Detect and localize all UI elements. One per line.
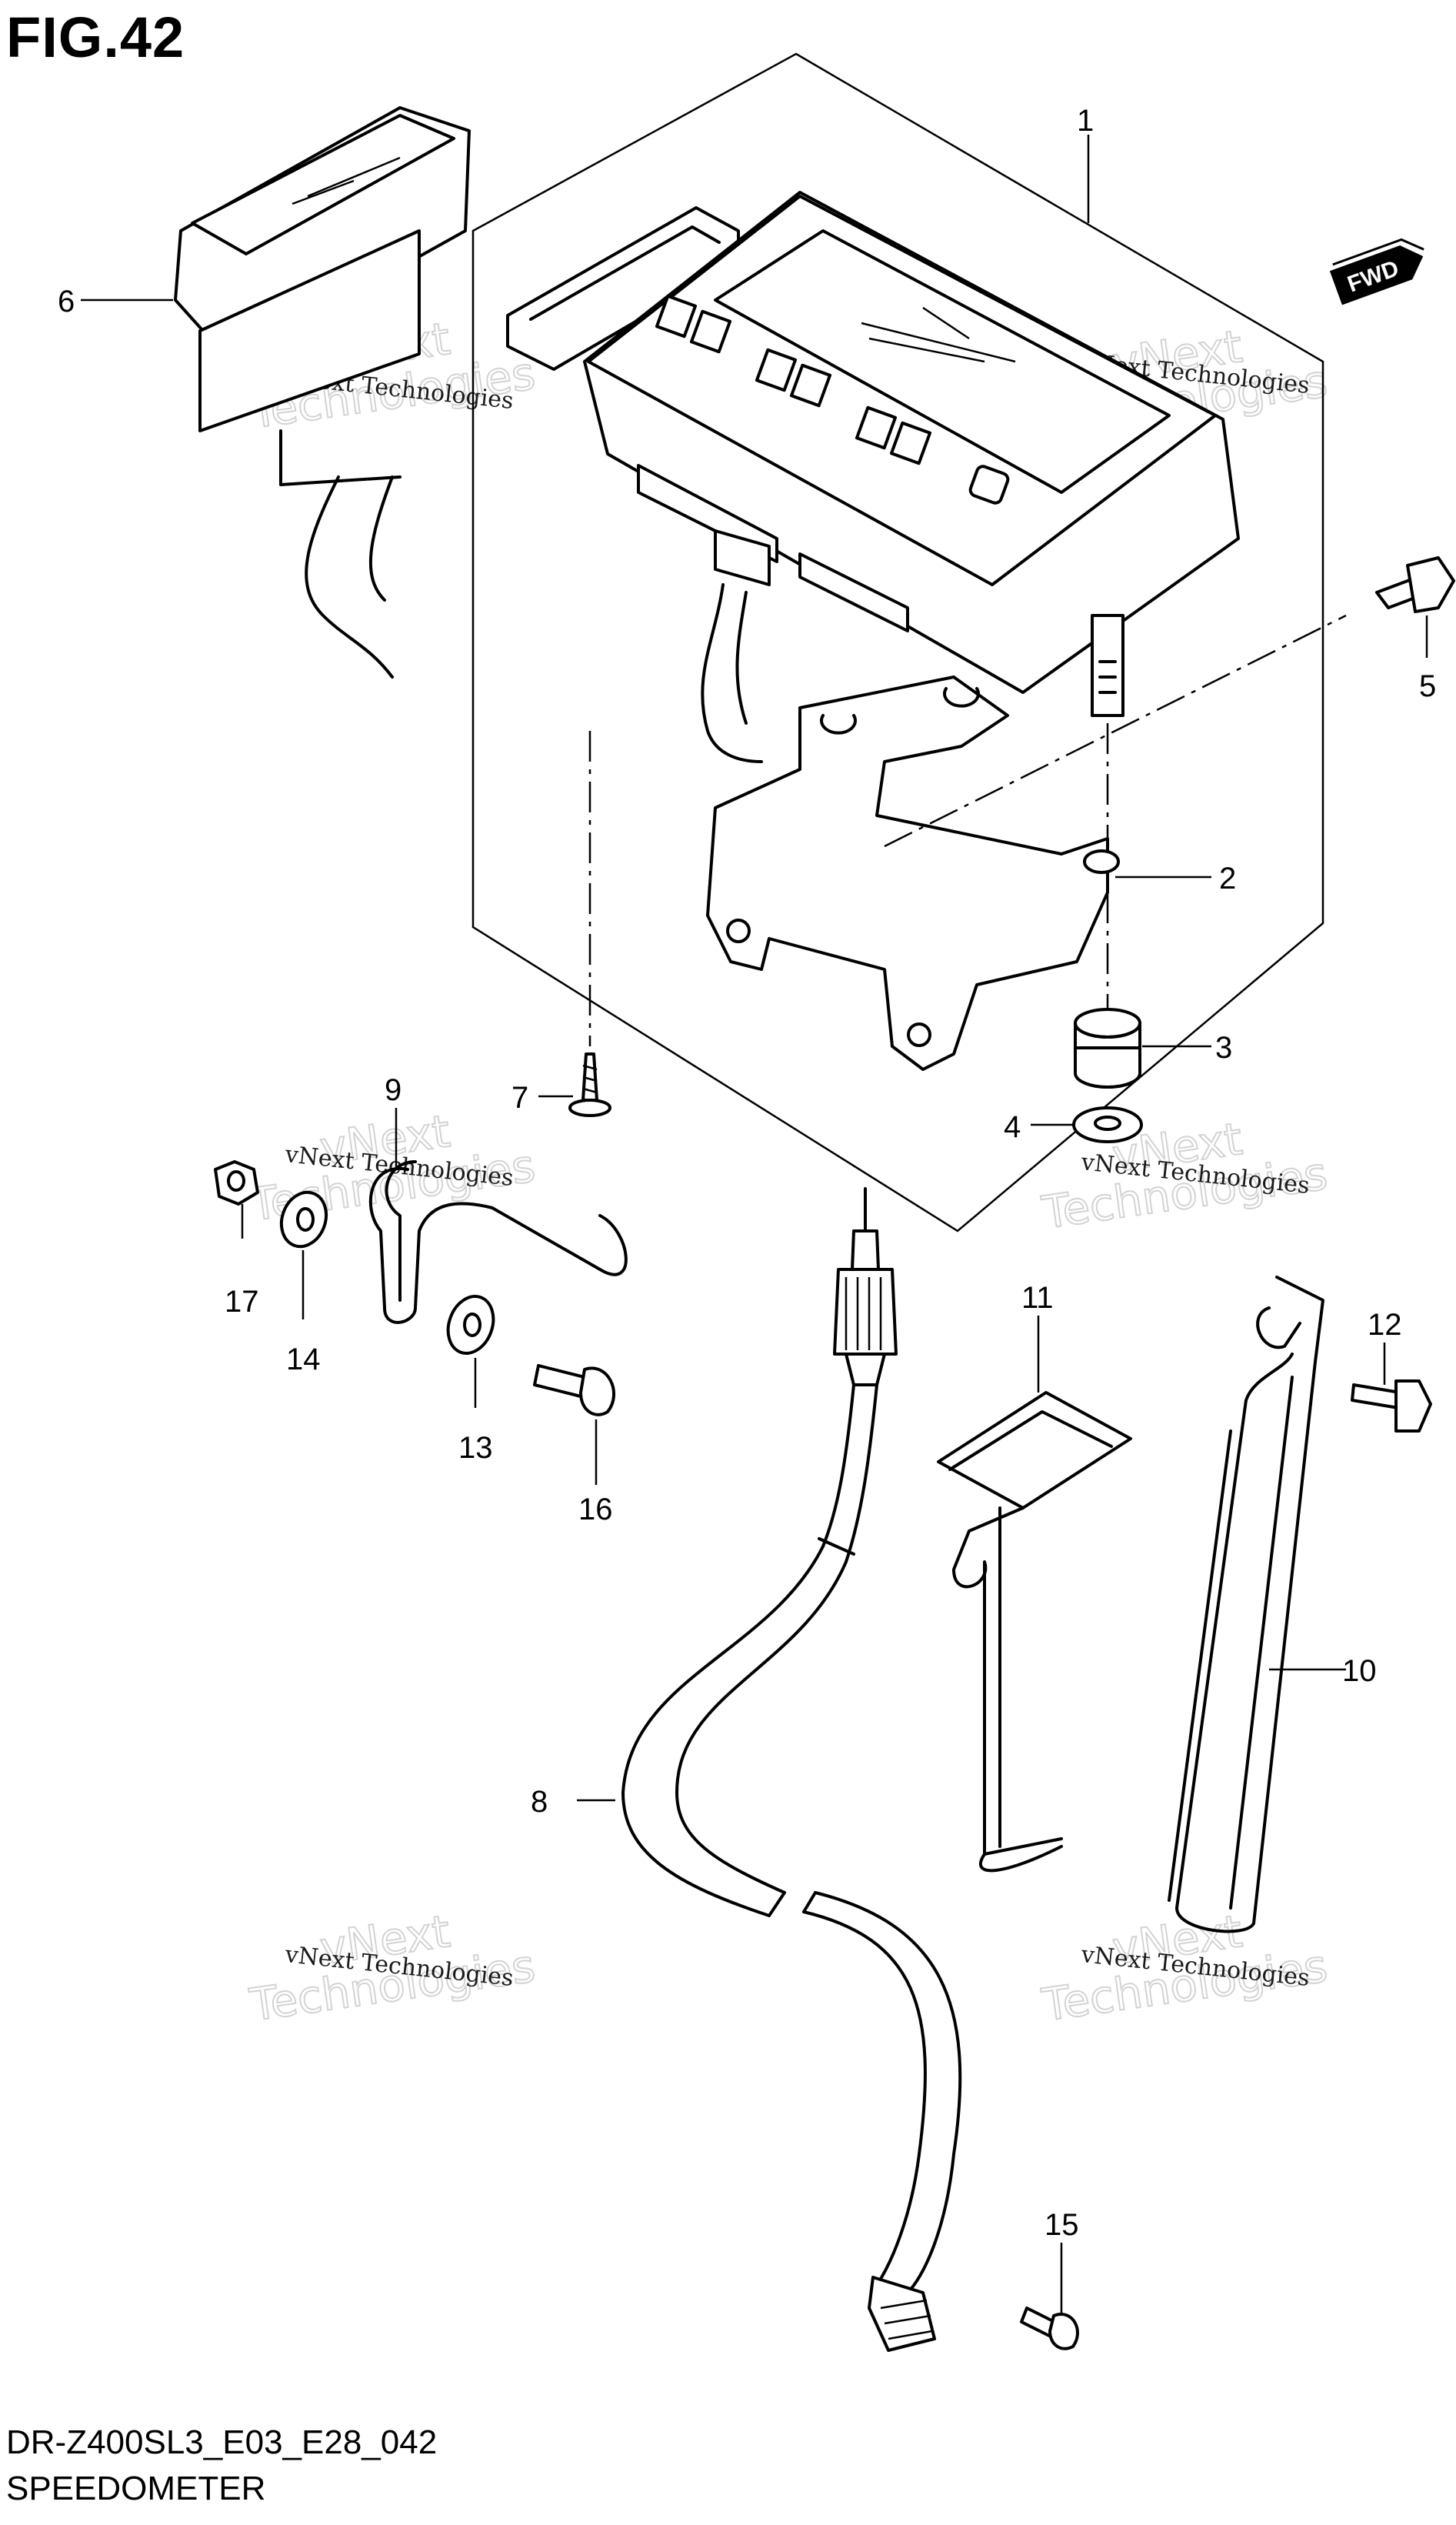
callout-14: 14: [286, 1343, 321, 1376]
meter-buttons: [655, 294, 1010, 505]
clamp-hanger: [937, 1391, 1132, 1873]
nut: [214, 1160, 259, 1206]
assembly-outline: [471, 52, 1324, 1232]
bolt: [1351, 1379, 1432, 1433]
meter-bracket: [706, 675, 1120, 1071]
callout-7: 7: [511, 1081, 528, 1115]
callout-13: 13: [458, 1431, 493, 1465]
callout-9: 9: [385, 1073, 401, 1107]
callout-1: 1: [1077, 104, 1094, 138]
clamp-wire: [368, 1160, 628, 1324]
screw: [533, 1364, 616, 1416]
leader-lines: [81, 135, 1428, 2316]
speedometer-cable: [621, 1187, 962, 2352]
washer: [279, 1190, 328, 1249]
callout-15: 15: [1045, 2208, 1079, 2242]
cushion: [1074, 1008, 1141, 1089]
callout-4: 4: [1004, 1110, 1021, 1144]
callout-10: 10: [1342, 1654, 1377, 1688]
figure-title: FIG.42: [6, 5, 185, 69]
connector-cover: [174, 106, 471, 679]
bolt: [1375, 556, 1455, 613]
washer: [1072, 1106, 1143, 1143]
callout-5: 5: [1419, 669, 1436, 703]
fwd-arrow-icon: FWD: [1329, 238, 1424, 305]
clamp-long: [1168, 1276, 1324, 1933]
callout-16: 16: [578, 1493, 613, 1526]
figure-code: DR-Z400SL3_E03_E28_042: [6, 2423, 438, 2461]
washer: [446, 1295, 495, 1355]
figure-name: SPEEDOMETER: [6, 2470, 266, 2507]
callout-6: 6: [58, 285, 75, 319]
callout-12: 12: [1368, 1308, 1402, 1342]
callout-8: 8: [531, 1785, 548, 1819]
callout-numbers: 1 2 3 4 5 6 7 8 9 10 11 12 13 14 15 16 1…: [58, 104, 1436, 2242]
screw: [568, 1052, 611, 1117]
meter-housing: [506, 191, 1240, 763]
callout-17: 17: [225, 1285, 259, 1319]
screw: [1020, 2307, 1079, 2350]
callout-11: 11: [1021, 1281, 1054, 1315]
callout-2: 2: [1219, 862, 1236, 896]
callout-3: 3: [1215, 1031, 1232, 1065]
